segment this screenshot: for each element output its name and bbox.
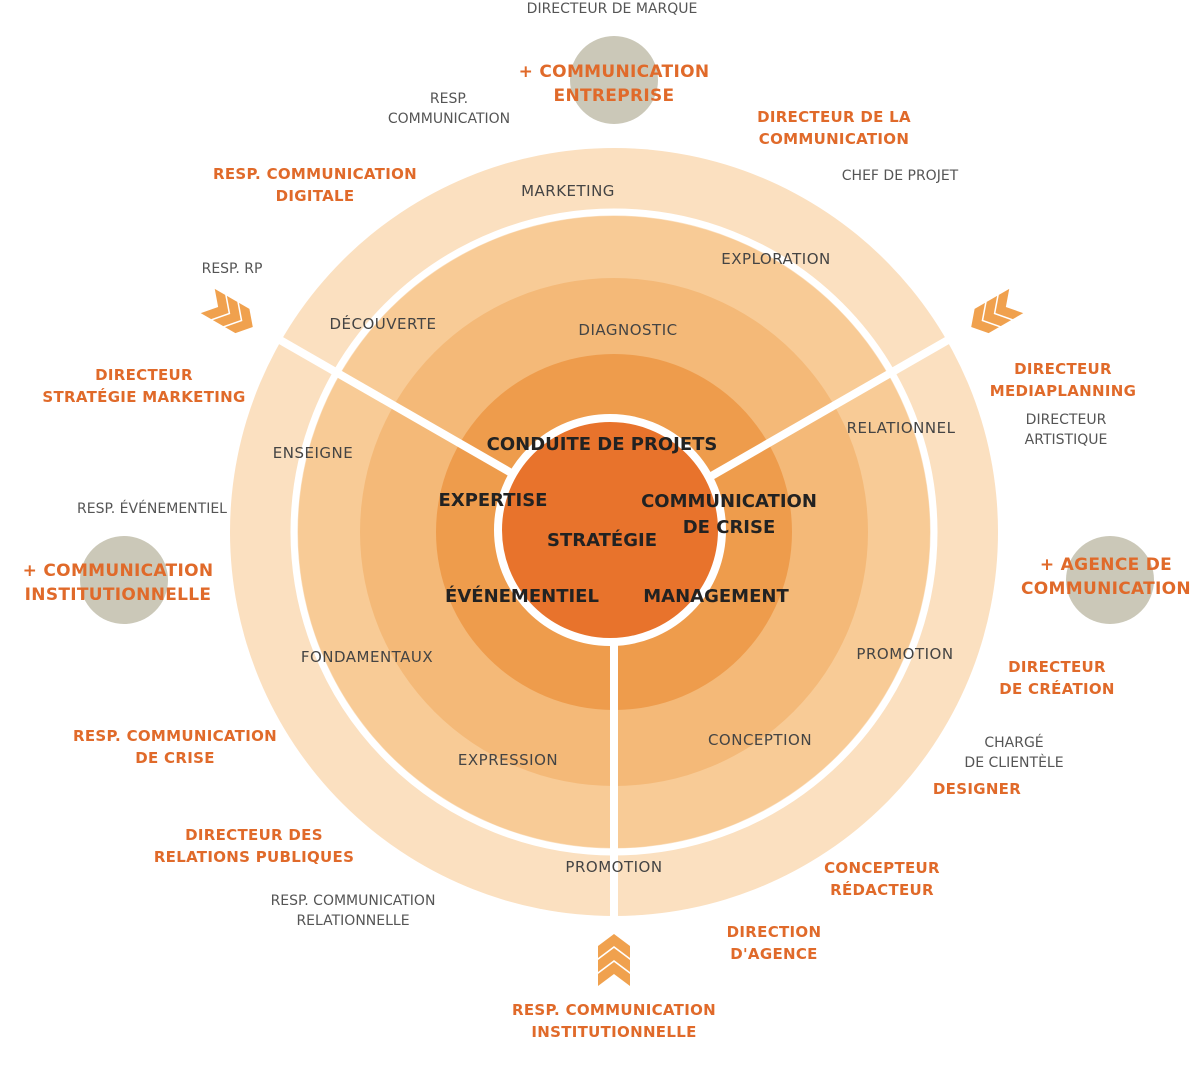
- satellite-communication-entreprise: + COMMUNICATION ENTREPRISE: [519, 60, 710, 108]
- satellite-right-line-1: + AGENCE DE: [1039, 555, 1173, 575]
- core-crise-line-2: DE CRISE: [682, 517, 776, 538]
- ring-promotion-bottom: PROMOTION: [565, 858, 663, 876]
- core-expertise: EXPERTISE: [438, 490, 548, 511]
- role-resp-rp: RESP. RP: [201, 261, 263, 277]
- role-resp-communication-institutionnelle: RESP. COMMUNICATION INSTITUTIONNELLE: [512, 999, 716, 1043]
- role-charge-de-clientele: CHARGÉ DE CLIENTÈLE: [964, 733, 1063, 773]
- role-directeur-creation-line-2: DE CRÉATION: [999, 680, 1115, 698]
- role-resp-evenementiel: RESP. ÉVÉNEMENTIEL: [77, 501, 227, 517]
- ring-fondamentaux: FONDAMENTAUX: [300, 648, 434, 666]
- ring-decouverte: DÉCOUVERTE: [329, 315, 437, 333]
- ring-relationnel: RELATIONNEL: [846, 419, 956, 437]
- role-direction-d-agence: DIRECTION D'AGENCE: [727, 921, 822, 965]
- role-resp-digitale-line-1: RESP. COMMUNICATION: [213, 165, 417, 183]
- ring-diagnostic: DIAGNOSTIC: [578, 321, 678, 339]
- role-concepteur-line-2: RÉDACTEUR: [830, 881, 934, 899]
- role-resp-communication: RESP. COMMUNICATION: [388, 89, 510, 129]
- role-resp-crise-line-2: DE CRISE: [135, 749, 215, 767]
- role-charge-clientele-line-1: CHARGÉ: [984, 735, 1044, 751]
- role-resp-digitale-line-2: DIGITALE: [275, 187, 355, 205]
- role-resp-communication-line-2: COMMUNICATION: [387, 111, 511, 127]
- role-directeur-communication-line-2: COMMUNICATION: [758, 130, 910, 148]
- core-circle: [494, 414, 726, 646]
- role-resp-communication-relationnelle: RESP. COMMUNICATION RELATIONNELLE: [271, 891, 436, 931]
- role-directeur-de-marque: DIRECTEUR DE MARQUE: [526, 1, 698, 17]
- role-directeur-mediaplanning: DIRECTEUR MEDIAPLANNING: [990, 358, 1136, 402]
- core-crise-line-1: COMMUNICATION: [641, 491, 817, 512]
- core-communication-de-crise: COMMUNICATION DE CRISE: [641, 489, 817, 541]
- ring-conception: CONCEPTION: [707, 731, 813, 749]
- role-direction-agence-line-1: DIRECTION: [726, 923, 822, 941]
- role-directeur-communication-line-1: DIRECTEUR DE LA: [757, 108, 911, 126]
- role-directeur-strategie-line-2: STRATÉGIE MARKETING: [42, 388, 246, 406]
- role-chef-de-projet: CHEF DE PROJET: [841, 168, 959, 184]
- chevron-bottom-icon: [598, 934, 630, 986]
- chevron-left-icon: [200, 288, 253, 334]
- role-designer: DESIGNER: [932, 780, 1022, 798]
- core-strategie: STRATÉGIE: [547, 530, 657, 551]
- role-direction-agence-line-2: D'AGENCE: [730, 945, 818, 963]
- ring-enseigne: ENSEIGNE: [272, 444, 354, 462]
- core-evenementiel: ÉVÉNEMENTIEL: [445, 586, 599, 607]
- role-directeur-rp-line-2: RELATIONS PUBLIQUES: [153, 848, 355, 866]
- role-directeur-relations-publiques: DIRECTEUR DES RELATIONS PUBLIQUES: [154, 824, 354, 868]
- satellite-top-line-2: ENTREPRISE: [553, 86, 675, 106]
- chevron-right-icon: [971, 288, 1024, 334]
- role-directeur-artistique-line-2: ARTISTIQUE: [1024, 432, 1108, 448]
- satellite-right-line-2: COMMUNICATION: [1021, 579, 1191, 599]
- role-resp-institutionnelle-line-2: INSTITUTIONNELLE: [531, 1023, 697, 1041]
- role-directeur-de-la-communication: DIRECTEUR DE LA COMMUNICATION: [757, 106, 911, 150]
- ring-marketing: MARKETING: [521, 182, 615, 200]
- role-charge-clientele-line-2: DE CLIENTÈLE: [964, 755, 1064, 771]
- role-directeur-mediaplanning-line-1: DIRECTEUR: [1014, 360, 1112, 378]
- satellite-left-line-2: INSTITUTIONNELLE: [24, 585, 212, 605]
- role-directeur-strategie-line-1: DIRECTEUR: [95, 366, 193, 384]
- role-resp-communication-digitale: RESP. COMMUNICATION DIGITALE: [213, 163, 417, 207]
- role-directeur-creation-line-1: DIRECTEUR: [1008, 658, 1106, 676]
- core-management: MANAGEMENT: [643, 586, 789, 607]
- role-directeur-artistique-line-1: DIRECTEUR: [1025, 412, 1107, 428]
- role-resp-institutionnelle-line-1: RESP. COMMUNICATION: [512, 1001, 716, 1019]
- role-directeur-de-creation: DIRECTEUR DE CRÉATION: [999, 656, 1115, 700]
- role-directeur-mediaplanning-line-2: MEDIAPLANNING: [989, 382, 1137, 400]
- role-directeur-strategie-marketing: DIRECTEUR STRATÉGIE MARKETING: [42, 364, 245, 408]
- role-resp-relationnelle-line-2: RELATIONNELLE: [296, 913, 410, 929]
- satellite-communication-institutionnelle: + COMMUNICATION INSTITUTIONNELLE: [23, 559, 214, 607]
- satellite-left-line-1: + COMMUNICATION: [22, 561, 214, 581]
- role-concepteur-redacteur: CONCEPTEUR RÉDACTEUR: [824, 857, 940, 901]
- role-directeur-rp-line-1: DIRECTEUR DES: [185, 826, 323, 844]
- ring-exploration: EXPLORATION: [721, 250, 831, 268]
- satellite-top: [570, 36, 658, 124]
- role-resp-crise-line-1: RESP. COMMUNICATION: [73, 727, 277, 745]
- ring-expression: EXPRESSION: [457, 751, 559, 769]
- role-concepteur-line-1: CONCEPTEUR: [824, 859, 940, 877]
- core-conduite-de-projets: CONDUITE DE PROJETS: [486, 434, 718, 455]
- role-resp-relationnelle-line-1: RESP. COMMUNICATION: [270, 893, 436, 909]
- satellite-left: [80, 536, 168, 624]
- role-directeur-artistique: DIRECTEUR ARTISTIQUE: [1025, 410, 1108, 450]
- satellite-top-line-1: + COMMUNICATION: [518, 62, 710, 82]
- role-resp-communication-de-crise: RESP. COMMUNICATION DE CRISE: [73, 725, 277, 769]
- ring-promotion-right: PROMOTION: [856, 645, 954, 663]
- role-resp-communication-line-1: RESP.: [429, 91, 469, 107]
- satellite-agence-de-communication: + AGENCE DE COMMUNICATION: [1021, 553, 1191, 601]
- satellite-right: [1066, 536, 1154, 624]
